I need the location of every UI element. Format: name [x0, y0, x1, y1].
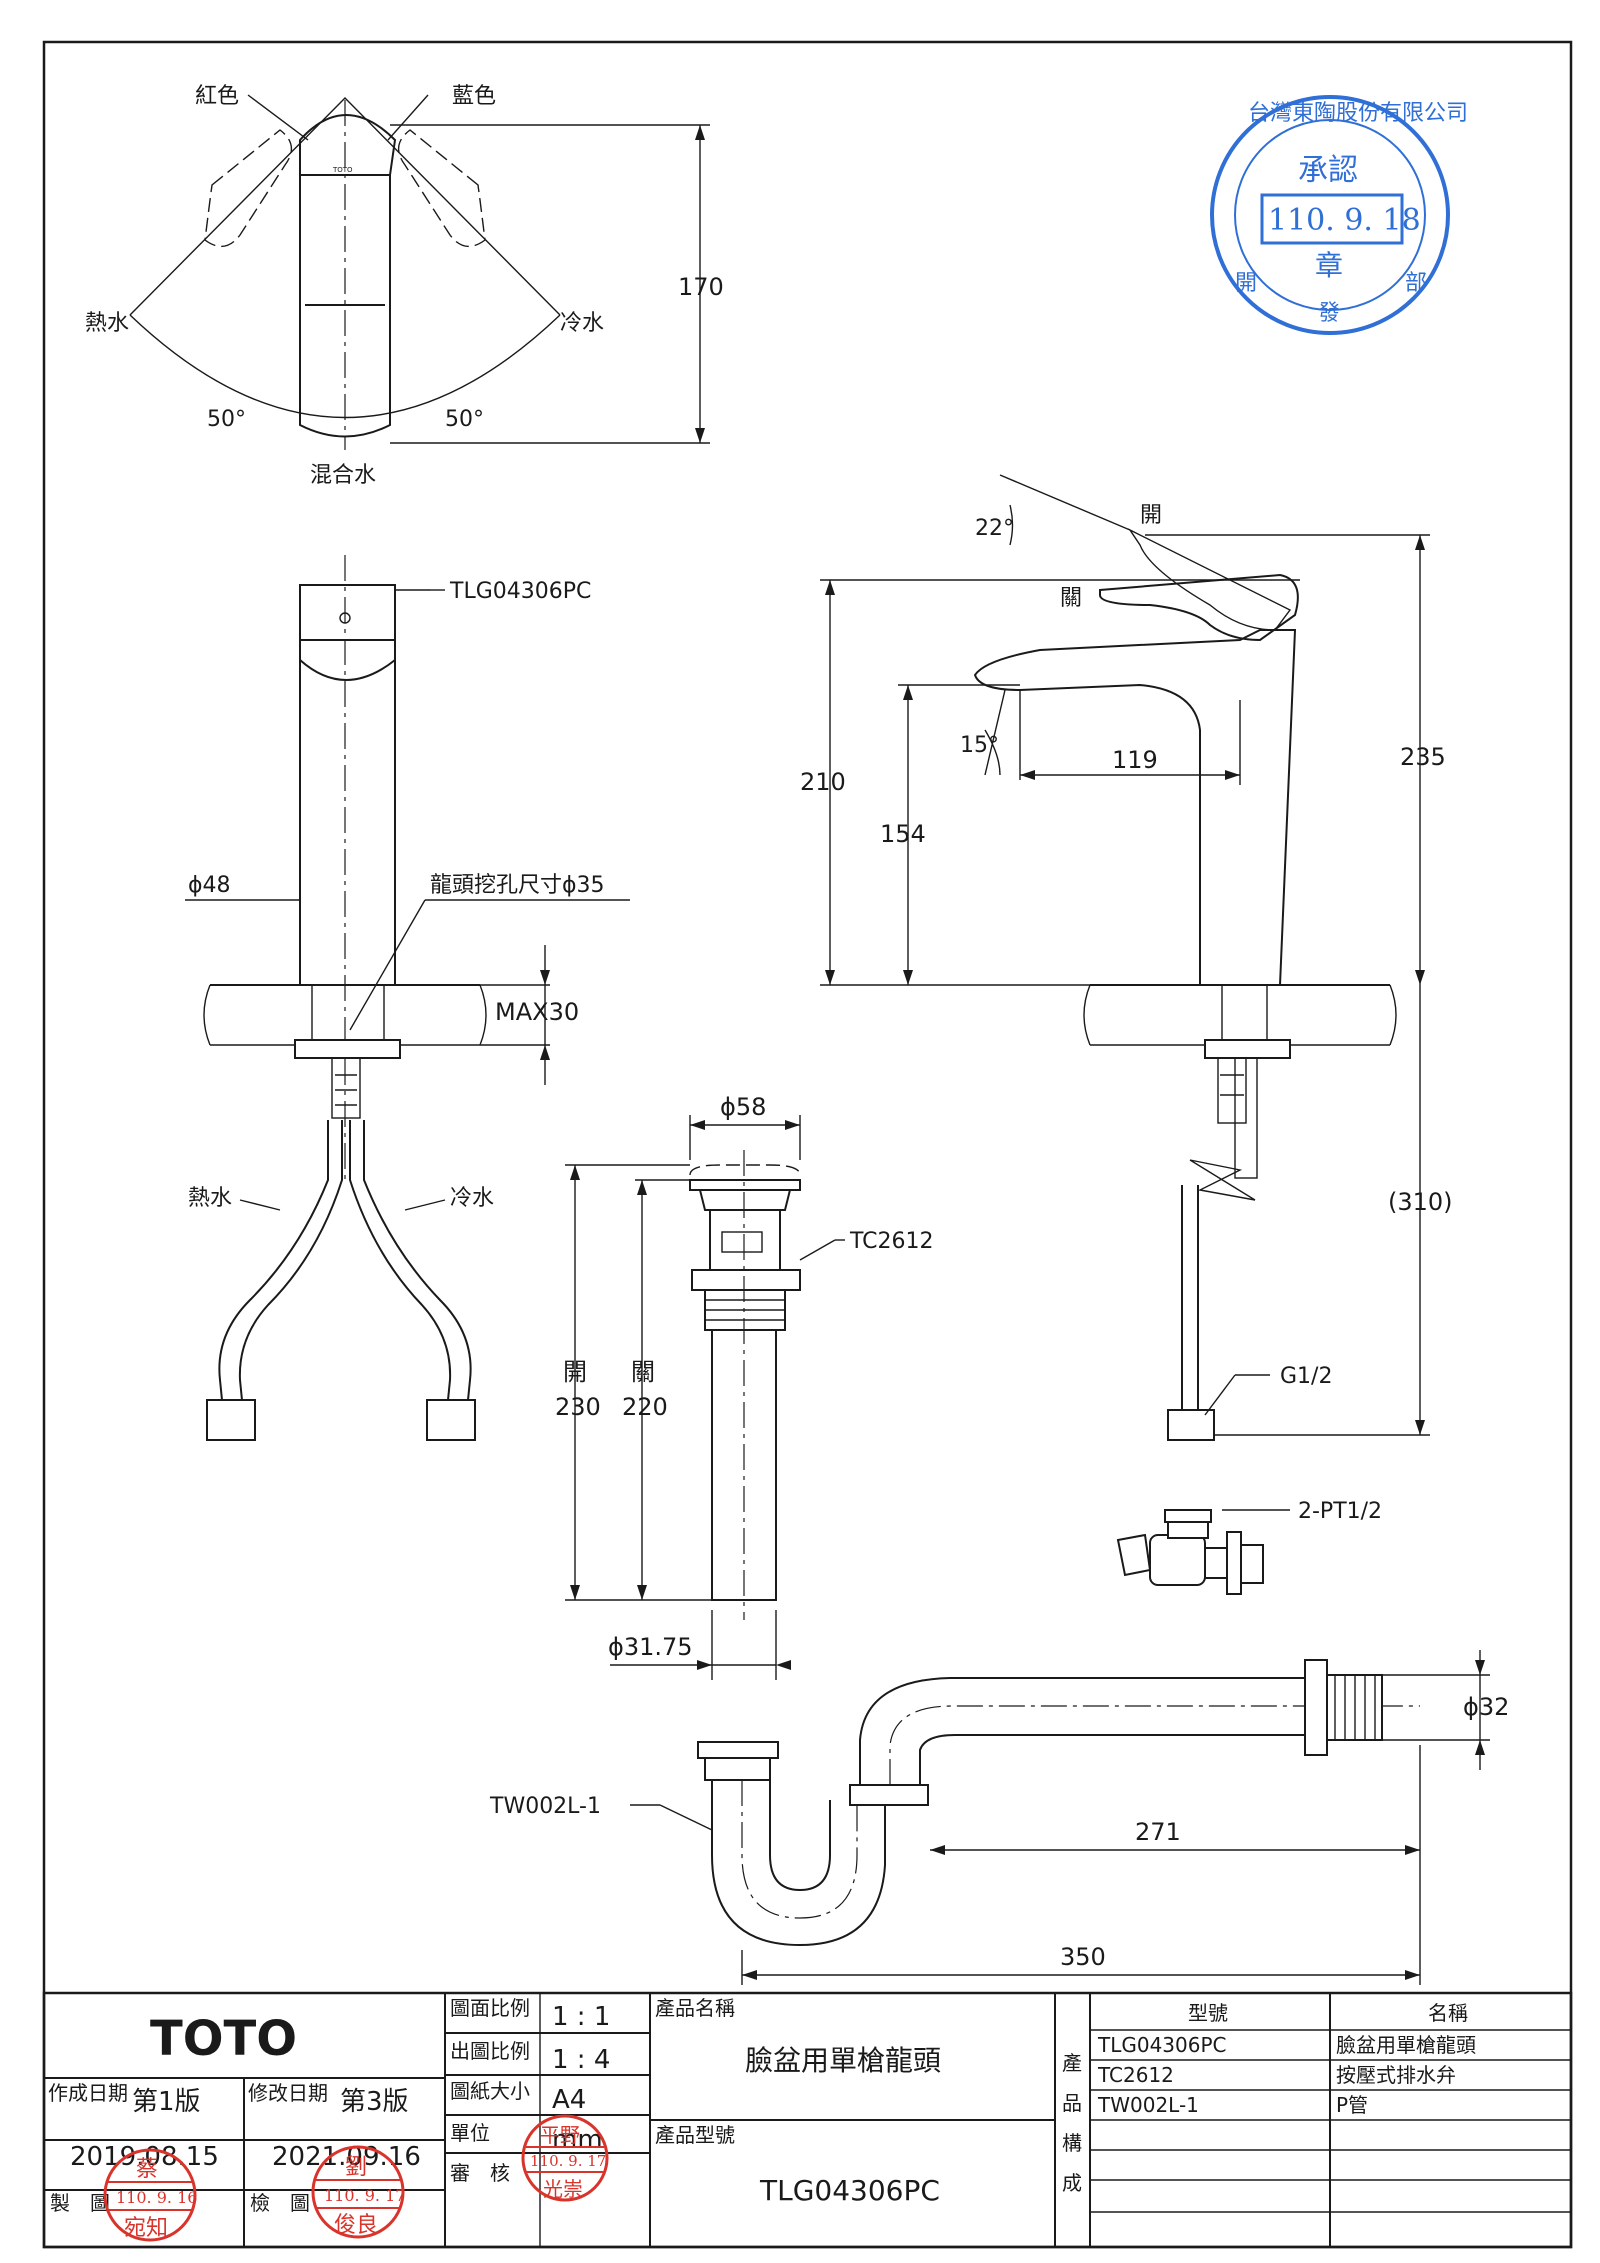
svg-text:TOTO: TOTO [332, 166, 353, 174]
angle-valve: 2-PT1/2 [1116, 1499, 1382, 1595]
svg-text:宛知: 宛知 [124, 2216, 168, 2241]
svg-text:第1版: 第1版 [132, 2087, 201, 2117]
svg-text:承認: 承認 [1298, 153, 1358, 188]
part-model-1: TLG04306PC [1097, 2033, 1227, 2057]
svg-text:產: 產 [1062, 2051, 1082, 2075]
svg-text:成: 成 [1062, 2171, 1082, 2195]
svg-text:單位: 單位 [450, 2121, 490, 2145]
svg-text:110. 9. 17: 110. 9. 17 [530, 2152, 606, 2170]
svg-text:mm: mm [552, 2125, 603, 2155]
svg-text:1 : 1: 1 : 1 [552, 2002, 610, 2032]
trap-model-label: TW002L-1 [489, 1794, 601, 1819]
svg-text:圖紙大小: 圖紙大小 [450, 2079, 530, 2103]
sheet-border [42, 40, 1573, 2249]
drain-open-label: 開 [563, 1358, 587, 1386]
p-trap: ϕ32 271 350 TW002L-1 [489, 1650, 1509, 1985]
svg-text:2019.08.15: 2019.08.15 [70, 2142, 219, 2172]
svg-text:A4: A4 [552, 2085, 586, 2115]
svg-text:平野: 平野 [540, 2123, 580, 2147]
top-view: TOTO 紅色 藍色 熱水 冷水 50° 50° 混合水 170 [85, 84, 724, 488]
svg-text:構: 構 [1062, 2131, 1082, 2155]
part-name-3: P管 [1336, 2093, 1368, 2117]
svg-text:第3版: 第3版 [340, 2087, 409, 2117]
svg-text:型號: 型號 [1188, 2001, 1228, 2025]
angle-22: 22° [975, 516, 1014, 541]
side-close-label: 關 [1060, 586, 1082, 611]
svg-text:部: 部 [1405, 271, 1427, 296]
part-model-3: TW002L-1 [1097, 2093, 1199, 2117]
thread-label: G1/2 [1280, 1364, 1332, 1389]
svg-text:出圖比例: 出圖比例 [450, 2039, 530, 2063]
product-model: TLG04306PC [759, 2174, 940, 2207]
front-cold-label: 冷水 [450, 1186, 494, 1211]
angle-15: 15° [960, 733, 999, 758]
blue-label: 藍色 [452, 84, 496, 109]
svg-text:劉: 劉 [345, 2155, 367, 2180]
svg-text:品: 品 [1062, 2091, 1082, 2115]
trap-dia-32: ϕ32 [1463, 1693, 1509, 1721]
dim-350: 350 [1060, 1943, 1106, 1971]
approval-stamp: 台灣東陶股份有限公司 承認 110. 9. 18 章 開 發 部 [1210, 95, 1468, 335]
svg-text:110. 9. 18: 110. 9. 18 [1268, 203, 1421, 238]
svg-text:作成日期: 作成日期 [48, 2081, 128, 2105]
hot-label: 熱水 [85, 311, 129, 336]
svg-text:110. 9. 16: 110. 9. 16 [116, 2188, 197, 2207]
dim-310: (310) [1388, 1188, 1453, 1216]
part-name-2: 按壓式排水弁 [1336, 2063, 1456, 2087]
drain-model-label: TC2612 [849, 1229, 934, 1254]
max-30-label: MAX30 [495, 998, 579, 1026]
checker-stamp: 劉 110. 9. 17 俊良 [311, 2145, 405, 2239]
svg-text:圖面比例: 圖面比例 [450, 1996, 530, 2020]
side-view: 210 154 119 15° 22° 235 (310) 開 關 G1/2 [800, 474, 1453, 1441]
svg-text:產品型號: 產品型號 [655, 2123, 735, 2147]
drain-dia-3175: ϕ31.75 [608, 1633, 693, 1661]
svg-text:110. 9. 17: 110. 9. 17 [324, 2186, 405, 2205]
dim-154: 154 [880, 820, 926, 848]
reviewer-stamp: 平野 110. 9. 17 光崇 [521, 2114, 609, 2202]
svg-text:檢 圖: 檢 圖 [250, 2191, 310, 2215]
dim-170: 170 [678, 273, 724, 301]
angle-left-label: 50° [207, 407, 246, 432]
side-open-label: 開 [1140, 503, 1162, 528]
svg-text:蔡: 蔡 [136, 2157, 158, 2182]
product-name: 臉盆用單槍龍頭 [745, 2044, 941, 2077]
svg-text:開: 開 [1235, 271, 1257, 296]
svg-text:發: 發 [1318, 301, 1340, 326]
dim-271: 271 [1135, 1818, 1181, 1846]
svg-text:台灣東陶股份有限公司: 台灣東陶股份有限公司 [1248, 101, 1468, 126]
valve-label: 2-PT1/2 [1298, 1499, 1382, 1524]
title-block: TOTO 作成日期 第1版 2019.08.15 修改日期 第3版 2021.0… [42, 1991, 1573, 2249]
front-view: TLG04306PC ϕ48 龍頭挖孔尺寸ϕ35 MAX30 熱水 冷水 [185, 555, 630, 1441]
svg-text:名稱: 名稱 [1428, 2001, 1468, 2025]
svg-text:修改日期: 修改日期 [248, 2081, 328, 2105]
svg-text:產品名稱: 產品名稱 [655, 1996, 735, 2020]
drain-close-label: 關 [631, 1358, 655, 1386]
brand-logo: TOTO [150, 2011, 297, 2067]
part-model-2: TC2612 [1097, 2063, 1174, 2087]
dim-119: 119 [1112, 746, 1158, 774]
dim-230: 230 [555, 1393, 601, 1421]
svg-text:俊良: 俊良 [334, 2213, 378, 2238]
front-hot-label: 熱水 [188, 1186, 232, 1211]
drawer-stamp: 蔡 110. 9. 16 宛知 [103, 2148, 197, 2242]
hole-size-label: 龍頭挖孔尺寸ϕ35 [430, 873, 605, 898]
svg-text:光崇: 光崇 [543, 2177, 583, 2201]
drain-dia-58: ϕ58 [720, 1093, 766, 1121]
svg-text:章: 章 [1315, 249, 1343, 282]
dim-220: 220 [622, 1393, 668, 1421]
faucet-model-label: TLG04306PC [449, 579, 591, 604]
svg-text:1 : 4: 1 : 4 [552, 2045, 610, 2075]
svg-text:審 核: 審 核 [450, 2161, 510, 2185]
red-label: 紅色 [195, 84, 239, 109]
dim-235: 235 [1400, 743, 1446, 771]
dim-210: 210 [800, 768, 846, 796]
svg-text:製 圖: 製 圖 [50, 2191, 110, 2215]
angle-right-label: 50° [445, 407, 484, 432]
dia-48-label: ϕ48 [188, 873, 231, 898]
drain-view: ϕ58 開 230 關 220 ϕ31.75 TC2612 [555, 1093, 934, 1680]
cold-label: 冷水 [560, 311, 604, 336]
mix-label: 混合水 [310, 463, 376, 488]
part-name-1: 臉盆用單槍龍頭 [1336, 2033, 1476, 2057]
